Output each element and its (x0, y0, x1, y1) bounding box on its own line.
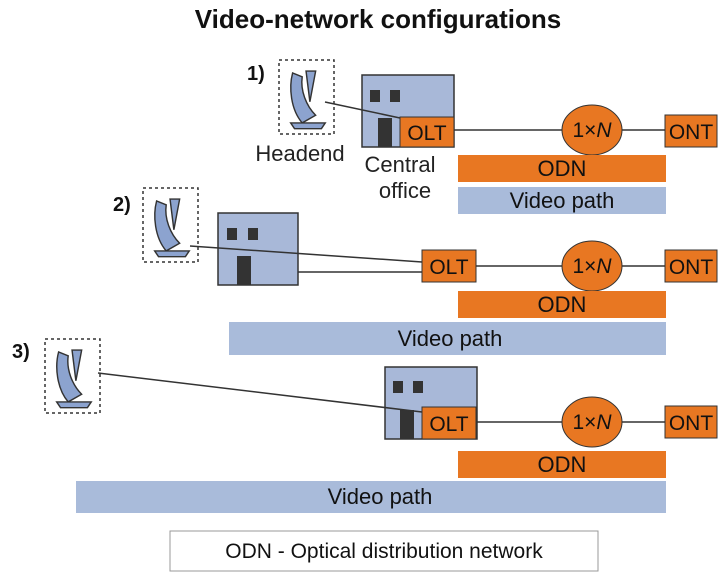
config-number: 1) (247, 63, 265, 85)
odn-bar (458, 155, 666, 182)
satellite-dish-icon (55, 349, 92, 409)
video-path-bar (229, 322, 666, 355)
headend-frame (44, 338, 101, 414)
olt-label: OLT (429, 256, 468, 279)
video-link-line (189, 245, 423, 263)
headend-frame (142, 187, 199, 263)
building-door (378, 118, 392, 147)
config-1: 1) Headend Central office OLT 1×N ONT OD… (247, 59, 718, 214)
legend-text: ODN - Optical distribution network (225, 540, 543, 563)
ont-box (664, 114, 718, 148)
video-path-label: Video path (510, 188, 615, 213)
odn-bar-label: ODN (538, 452, 587, 477)
satellite-dish-icon (153, 198, 190, 258)
building-window (248, 228, 258, 240)
video-path-bar (76, 481, 666, 513)
olt-box (399, 116, 455, 148)
headend-label: Headend (255, 141, 344, 166)
building-window (370, 90, 380, 102)
splitter-label: 1×N (572, 119, 612, 142)
building-window (390, 90, 400, 102)
splitter-label: 1×N (572, 255, 612, 278)
ont-box (664, 249, 718, 283)
legend-box (169, 530, 599, 572)
building-door (400, 410, 414, 439)
config-number: 3) (12, 341, 30, 363)
odn-bar (458, 451, 666, 478)
config-3: 3) OLT 1×N ONT ODN Video path (12, 338, 718, 513)
ont-box (664, 405, 718, 439)
ont-label: ONT (669, 412, 714, 435)
legend: ODN - Optical distribution network (169, 530, 599, 572)
video-link-line (324, 101, 401, 119)
odn-bar (458, 291, 666, 318)
video-path-bar (458, 187, 666, 214)
building-window (413, 381, 423, 393)
office-label-line2: office (379, 178, 431, 203)
building-door (237, 256, 251, 285)
office-label-line1: Central (365, 152, 436, 177)
odn-bar-label: ODN (538, 292, 587, 317)
olt-label: OLT (407, 122, 446, 145)
video-path-label: Video path (398, 326, 503, 351)
odn-bar-label: ODN (538, 156, 587, 181)
olt-label: OLT (429, 413, 468, 436)
building-window (393, 381, 403, 393)
video-path-label: Video path (328, 484, 433, 509)
ont-label: ONT (669, 256, 714, 279)
olt-box (421, 406, 477, 440)
headend-frame (278, 59, 335, 135)
building-window (227, 228, 237, 240)
splitter-node (561, 396, 623, 448)
config-2: 2) OLT 1×N ONT ODN Video path (113, 187, 718, 355)
ont-label: ONT (669, 121, 714, 144)
config-number: 2) (113, 194, 131, 216)
splitter-label: 1×N (572, 411, 612, 434)
olt-box (421, 249, 477, 283)
satellite-dish-icon (289, 70, 326, 130)
video-link-line (97, 372, 423, 413)
diagram-title: Video-network configurations (195, 4, 561, 34)
